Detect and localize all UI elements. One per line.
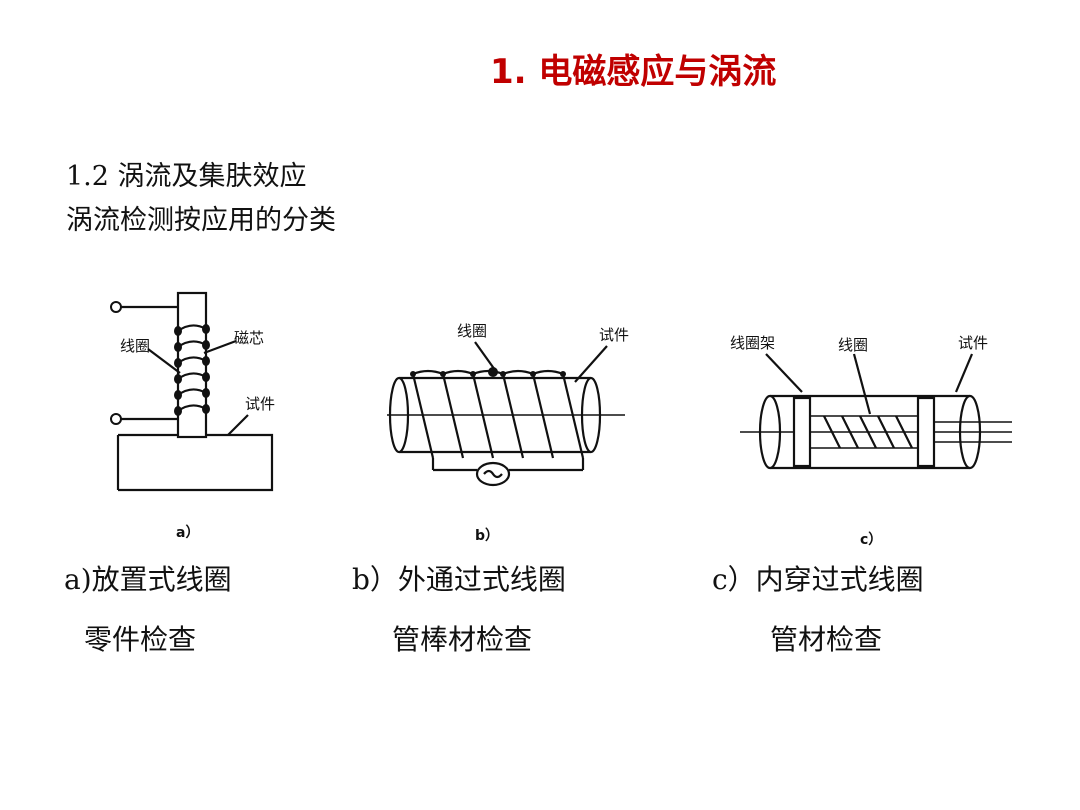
fig-c-part-label: 试件 <box>958 334 988 352</box>
fig-a-part-label: 试件 <box>245 395 275 413</box>
fig-a-core-label: 磁芯 <box>234 329 264 347</box>
figure-c-internal-coil: 线圈架 线圈 试件 c） <box>730 318 1020 550</box>
figure-b-encircling-coil: 线圈 试件 b） <box>385 310 635 545</box>
fig-a-coil-label: 线圈 <box>120 337 150 355</box>
caption-c-type: c）内穿过式线圈 <box>712 563 924 596</box>
figure-a-surface-coil: 线圈 磁芯 试件 a） <box>100 285 290 545</box>
caption-c-use: 管材检查 <box>770 623 883 656</box>
classification-subtitle: 涡流检测按应用的分类 <box>66 205 336 236</box>
slide-title: 1. 电磁感应与涡流 <box>490 52 777 92</box>
caption-a-type: a)放置式线圈 <box>64 563 232 596</box>
caption-b-type: b）外通过式线圈 <box>352 563 566 596</box>
caption-b-use: 管棒材检查 <box>392 623 533 656</box>
fig-b-part-label: 试件 <box>599 326 629 344</box>
fig-c-coil-label: 线圈 <box>838 336 868 354</box>
fig-a-tag: a） <box>176 525 199 541</box>
caption-a-use: 零件检查 <box>84 623 197 656</box>
fig-b-tag: b） <box>475 528 499 544</box>
fig-c-frame-label: 线圈架 <box>730 334 775 352</box>
section-subtitle: 1.2 涡流及集肤效应 <box>66 161 307 192</box>
fig-c-tag: c） <box>860 532 882 548</box>
fig-b-coil-label: 线圈 <box>457 322 487 340</box>
